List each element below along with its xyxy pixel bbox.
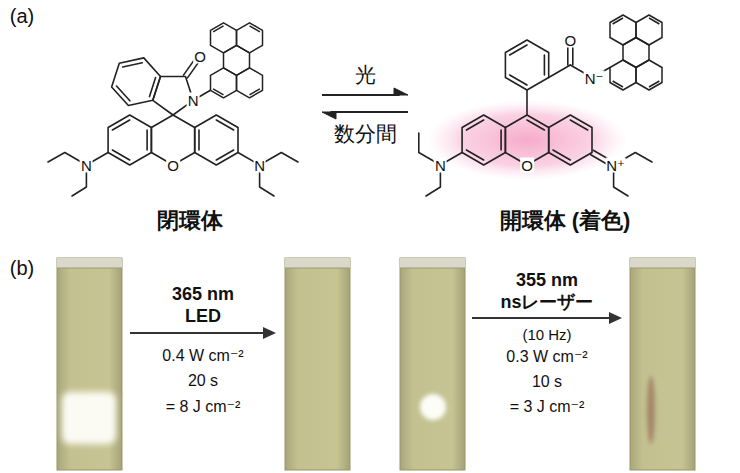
annotation-text: 0.4 W cm⁻² xyxy=(162,347,243,365)
structure-caption: 閉環体 xyxy=(157,208,223,238)
closed-form-structure xyxy=(48,55,298,196)
structure-caption: 開環体 (着色) xyxy=(500,208,631,238)
atom-label: O xyxy=(520,158,534,173)
annotation-text: = 8 J cm⁻² xyxy=(166,398,241,416)
annotation-text: (a) xyxy=(10,5,34,28)
atom-label: N xyxy=(253,158,266,173)
annotation-text: 0.3 W cm⁻² xyxy=(506,348,587,366)
atom-label: N xyxy=(80,158,93,173)
annotation-text: = 3 J cm⁻² xyxy=(510,398,585,416)
annotation-text: 10 s xyxy=(532,373,562,391)
annotation-text: nsレーザー xyxy=(500,292,593,313)
atom-label: O xyxy=(166,158,180,173)
annotation-text: (10 Hz) xyxy=(522,326,571,343)
atom-label: N xyxy=(187,93,200,108)
reaction-arrow xyxy=(322,88,408,95)
atom-label: O xyxy=(563,33,577,48)
annotation-text: 355 nm xyxy=(516,270,578,291)
annotation-text: 365 nm xyxy=(172,284,234,305)
perylene-closed xyxy=(211,23,263,98)
arrow-label: 数分間 xyxy=(332,122,399,146)
perylene-open xyxy=(610,15,662,90)
cuvette-photos xyxy=(57,258,695,470)
atom-label: N⁻ xyxy=(584,70,605,85)
atom-label: N⁺ xyxy=(605,158,626,173)
annotation-text: (b) xyxy=(10,257,34,280)
atom-label: O xyxy=(193,49,207,64)
annotation-text: 20 s xyxy=(188,372,218,390)
structure-node: 閉環体 xyxy=(60,6,320,238)
annotation-text: LED xyxy=(185,306,221,327)
arrow-label: 光 xyxy=(353,63,378,87)
reaction-arrow xyxy=(322,112,408,119)
atom-label: N xyxy=(434,158,447,173)
